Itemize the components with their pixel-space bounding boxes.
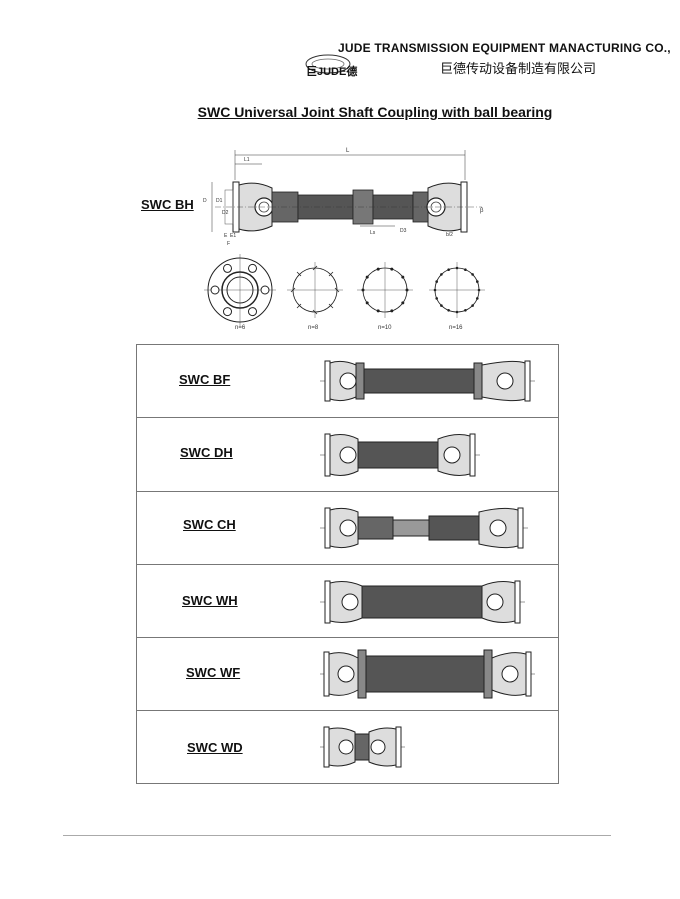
dim-L: L: [346, 148, 350, 154]
jude-logo-icon: 巨JUDE德: [305, 54, 357, 78]
variant-row-swc-wh: SWC WH: [137, 565, 558, 638]
variant-drawing-swc-bf: [320, 360, 535, 402]
variant-row-swc-wd: SWC WD: [137, 711, 558, 783]
variant-label: SWC WD: [187, 740, 243, 755]
dim-D3: D3: [400, 228, 407, 234]
page-title: SWC Universal Joint Shaft Coupling with …: [197, 104, 553, 120]
bolt-count-label: n=8: [308, 325, 319, 331]
bolt-count-label: n=10: [378, 325, 392, 331]
main-model-label: SWC BH: [141, 197, 194, 212]
dim-b2: b/2: [446, 232, 453, 238]
bolt-count-label: n=6: [235, 325, 246, 331]
flange-pattern-8: [287, 262, 343, 318]
variant-row-swc-dh: SWC DH: [137, 418, 558, 492]
flange-pattern-16: [429, 262, 485, 318]
flange-pattern-6: [204, 254, 276, 326]
dim-E: E: [224, 233, 228, 239]
svg-text:巨JUDE德: 巨JUDE德: [306, 64, 357, 78]
flange-bolt-patterns: [204, 254, 485, 326]
bolt-count-label: n=16: [449, 325, 463, 331]
variant-label: SWC DH: [180, 445, 233, 460]
dim-L1: L1: [244, 157, 250, 163]
variant-drawing-swc-dh: [320, 433, 480, 477]
variant-label: SWC CH: [183, 517, 236, 532]
variant-drawing-swc-ch: [320, 507, 528, 549]
dim-F: F: [227, 241, 230, 247]
dim-E1: E1: [230, 233, 236, 239]
variant-label: SWC WH: [182, 593, 238, 608]
variant-label: SWC WF: [186, 665, 241, 680]
variant-label: SWC BF: [179, 372, 231, 387]
main-dimension-drawing: L L1 D D1 D2 D3 Ls E E1 F b/2 β: [203, 148, 484, 247]
dim-D2: D2: [222, 210, 229, 216]
flange-pattern-10: [357, 262, 413, 318]
company-name-chinese: 巨德传动设备制造有限公司: [440, 61, 597, 76]
variant-table: SWC BF SWC DH SWC CH: [136, 344, 559, 784]
dim-Ls: Ls: [370, 230, 376, 236]
company-name-english: JUDE TRANSMISSION EQUIPMENT MANACTURING …: [338, 41, 671, 55]
variant-drawing-swc-wd: [320, 726, 405, 768]
dim-D: D: [203, 198, 207, 204]
dim-beta: β: [480, 208, 484, 214]
footer-divider: [63, 835, 611, 836]
dim-D1: D1: [216, 198, 223, 204]
variant-row-swc-wf: SWC WF: [137, 638, 558, 711]
variant-drawing-swc-wh: [320, 580, 525, 624]
variant-row-swc-ch: SWC CH: [137, 492, 558, 565]
variant-row-swc-bf: SWC BF: [137, 345, 558, 418]
variant-drawing-swc-wf: [320, 649, 535, 699]
